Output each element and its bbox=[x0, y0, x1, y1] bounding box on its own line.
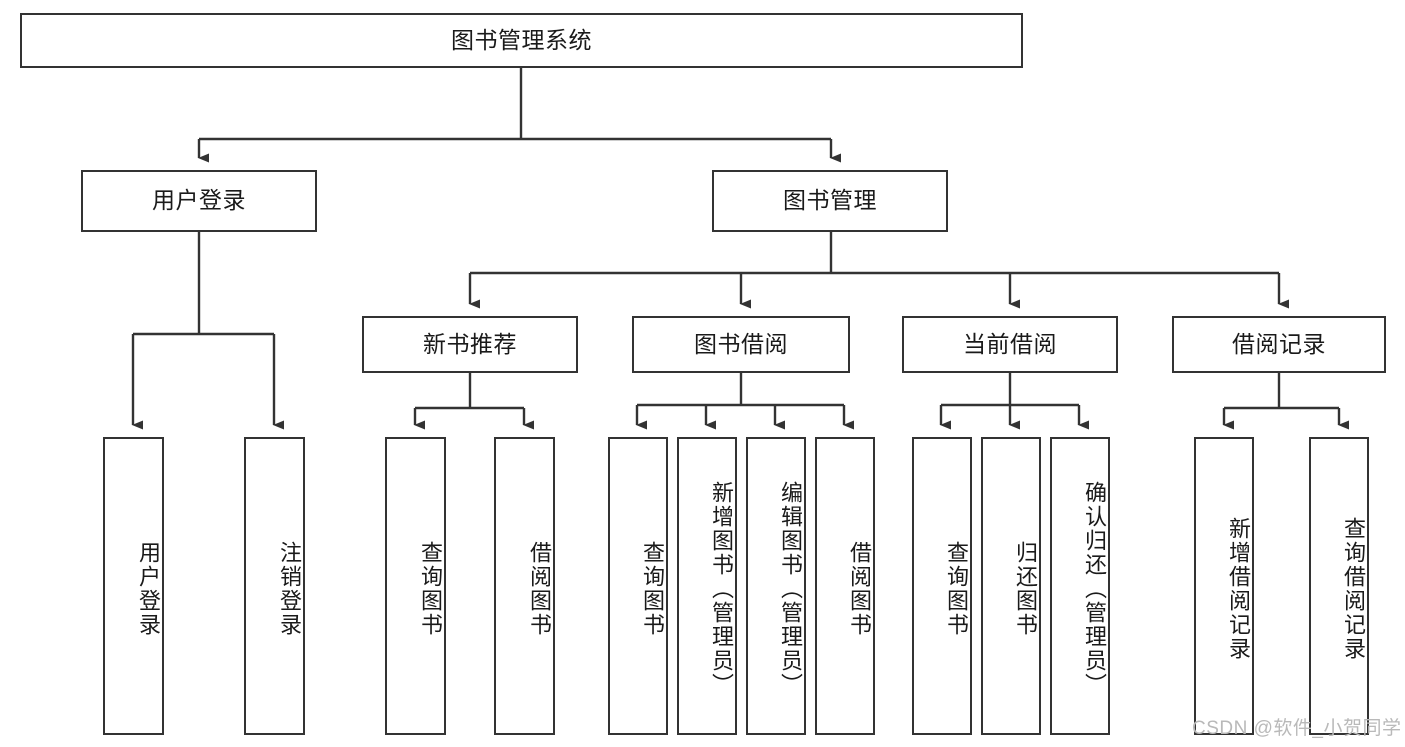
leaf-label: 新增借阅记录 bbox=[1226, 517, 1251, 661]
node-book-management-label: 图书管理 bbox=[783, 187, 877, 214]
node-borrow-record[interactable]: 借阅记录 bbox=[1172, 316, 1386, 373]
leaf-label: 用户登录 bbox=[136, 541, 161, 637]
leaf-label: 编辑图书（管理员） bbox=[778, 481, 803, 697]
leaf-label: 查询图书 bbox=[944, 541, 969, 637]
leaf-new-book-query-book[interactable]: 查询图书 bbox=[385, 437, 446, 735]
leaf-book-borrow-borrow-book[interactable]: 借阅图书 bbox=[815, 437, 875, 735]
node-root-book-management-system[interactable]: 图书管理系统 bbox=[20, 13, 1023, 68]
leaf-label: 查询借阅记录 bbox=[1341, 517, 1366, 661]
leaf-user-login-logout[interactable]: 注销登录 bbox=[244, 437, 305, 735]
leaf-borrow-record-add-record[interactable]: 新增借阅记录 bbox=[1194, 437, 1254, 735]
leaf-current-borrow-query-book[interactable]: 查询图书 bbox=[912, 437, 972, 735]
node-book-borrow-label: 图书借阅 bbox=[694, 330, 788, 357]
leaf-label: 借阅图书 bbox=[847, 541, 872, 637]
leaf-label: 借阅图书 bbox=[527, 541, 552, 637]
leaf-label: 查询图书 bbox=[640, 541, 665, 637]
leaf-book-borrow-query-book[interactable]: 查询图书 bbox=[608, 437, 668, 735]
node-user-login-label: 用户登录 bbox=[152, 187, 246, 214]
leaf-label: 注销登录 bbox=[277, 541, 302, 637]
node-user-login[interactable]: 用户登录 bbox=[81, 170, 317, 232]
node-new-book-recommend-label: 新书推荐 bbox=[423, 330, 517, 357]
leaf-label: 新增图书（管理员） bbox=[709, 481, 734, 697]
leaf-new-book-borrow-book[interactable]: 借阅图书 bbox=[494, 437, 555, 735]
node-current-borrow-label: 当前借阅 bbox=[963, 330, 1057, 357]
leaf-current-borrow-confirm-return-admin[interactable]: 确认归还（管理员） bbox=[1050, 437, 1110, 735]
leaf-label: 确认归还（管理员） bbox=[1082, 481, 1107, 697]
node-root-label: 图书管理系统 bbox=[451, 26, 592, 53]
leaf-book-borrow-add-book-admin[interactable]: 新增图书（管理员） bbox=[677, 437, 737, 735]
leaf-label: 归还图书 bbox=[1013, 541, 1038, 637]
node-borrow-record-label: 借阅记录 bbox=[1232, 330, 1326, 357]
node-book-management[interactable]: 图书管理 bbox=[712, 170, 948, 232]
leaf-current-borrow-return-book[interactable]: 归还图书 bbox=[981, 437, 1041, 735]
node-book-borrow[interactable]: 图书借阅 bbox=[632, 316, 850, 373]
node-current-borrow[interactable]: 当前借阅 bbox=[902, 316, 1118, 373]
csdn-watermark: CSDN @软件_小贺同学 bbox=[1192, 718, 1402, 739]
node-new-book-recommend[interactable]: 新书推荐 bbox=[362, 316, 578, 373]
leaf-book-borrow-edit-book-admin[interactable]: 编辑图书（管理员） bbox=[746, 437, 806, 735]
leaf-label: 查询图书 bbox=[418, 541, 443, 637]
leaf-user-login-login[interactable]: 用户登录 bbox=[103, 437, 164, 735]
leaf-borrow-record-query-record[interactable]: 查询借阅记录 bbox=[1309, 437, 1369, 735]
